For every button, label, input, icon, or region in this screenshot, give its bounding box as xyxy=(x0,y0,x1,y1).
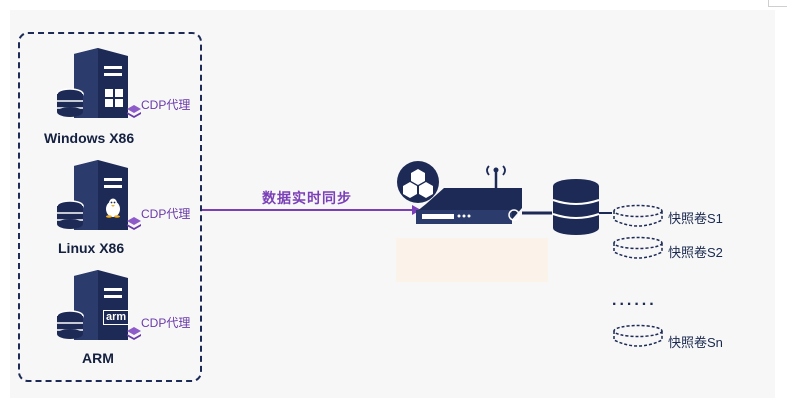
agent-stack-icon xyxy=(126,104,142,125)
arm-badge-icon: arm xyxy=(103,310,130,325)
snapshot-label: 快照卷S1 xyxy=(668,211,723,226)
linux-tux-icon xyxy=(102,196,124,218)
snapshot-volume-icon xyxy=(612,236,664,265)
os-label-arm: ARM xyxy=(82,350,114,366)
os-label-linux: Linux X86 xyxy=(58,240,125,256)
ellipsis: ...... xyxy=(612,292,657,309)
source-servers-group xyxy=(18,32,202,382)
diagram-canvas xyxy=(10,10,775,398)
agent-label: CDP代理 xyxy=(141,316,191,330)
windows-server-icon xyxy=(56,48,136,120)
appliance-shadow xyxy=(396,238,548,282)
snapshot-volume-icon xyxy=(612,204,664,233)
agent-label: CDP代理 xyxy=(141,207,191,221)
snapshot-label: 快照卷Sn xyxy=(668,335,723,350)
windows-logo-icon xyxy=(104,88,124,108)
agent-stack-icon xyxy=(126,216,142,237)
sync-label: 数据实时同步 xyxy=(262,190,352,206)
agent-label: CDP代理 xyxy=(141,98,191,112)
arm-server-icon xyxy=(56,270,136,342)
corner-mark xyxy=(768,0,787,7)
storage-database-icon xyxy=(552,178,600,236)
snapshot-label: 快照卷S2 xyxy=(668,245,723,260)
cdp-appliance-icon xyxy=(396,160,528,234)
os-label-windows: Windows X86 xyxy=(44,130,135,146)
snapshot-volume-icon xyxy=(612,324,664,353)
agent-stack-icon xyxy=(126,326,142,347)
